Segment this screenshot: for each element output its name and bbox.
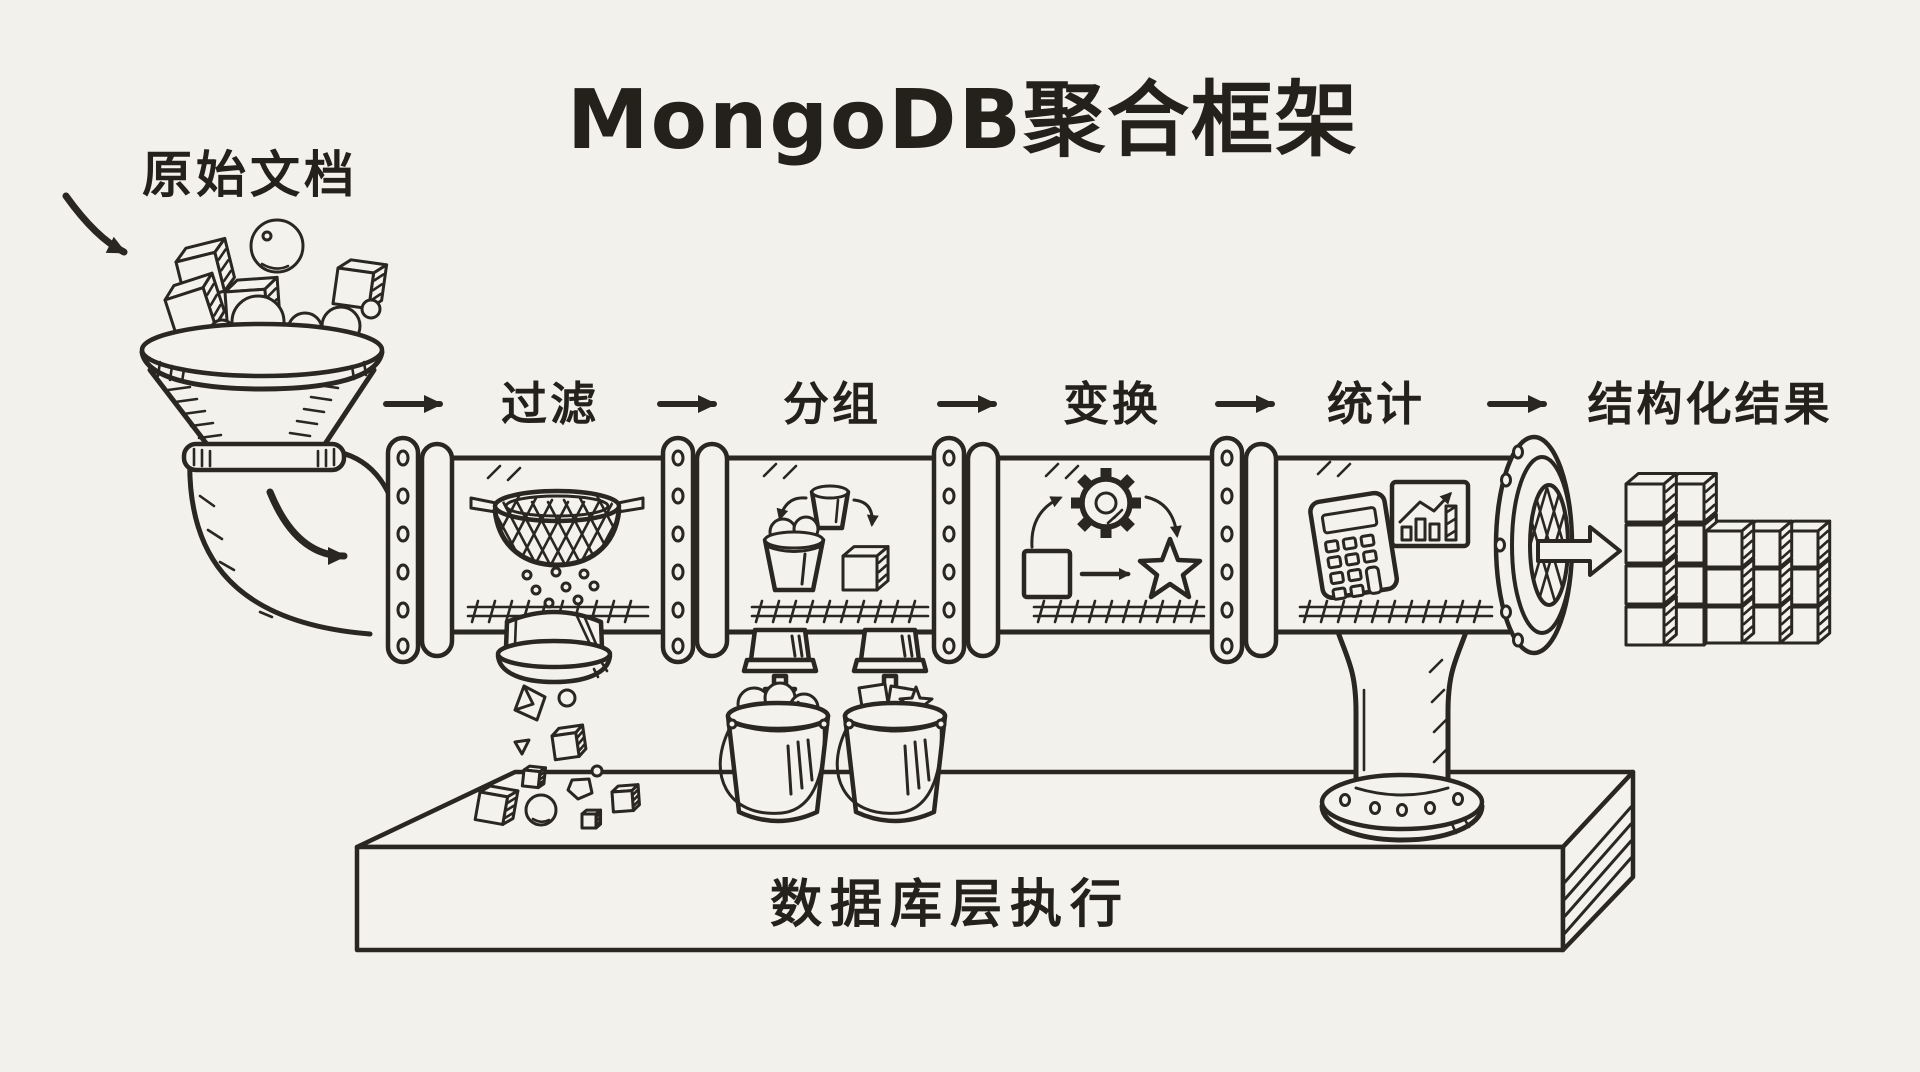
pipe-support-column bbox=[1319, 629, 1485, 843]
flange-2 bbox=[663, 438, 727, 662]
drain-valve bbox=[495, 609, 613, 685]
result-cube-stack-right bbox=[1704, 519, 1832, 645]
source-label: 原始文档 bbox=[142, 146, 358, 204]
output-arrow bbox=[1536, 525, 1622, 577]
chart-icon bbox=[1389, 479, 1471, 549]
group-cube-icon bbox=[841, 545, 890, 592]
star-icon bbox=[1137, 536, 1203, 600]
input-funnel bbox=[62, 192, 388, 473]
transform-stage-icons bbox=[1021, 468, 1203, 600]
filtered-out-dots bbox=[521, 566, 600, 609]
flange-4 bbox=[1212, 438, 1276, 662]
filtered-debris bbox=[474, 684, 641, 829]
stage-label-transform: 变换 bbox=[1063, 377, 1161, 431]
calculator-icon bbox=[1308, 490, 1400, 601]
database-platform bbox=[354, 769, 1636, 953]
square-icon bbox=[1021, 548, 1073, 600]
result-cube-stack-left bbox=[1624, 472, 1718, 647]
stage-flow-row: 过滤 分组 变换 统计 结构化结果 bbox=[383, 377, 1833, 431]
input-arrow bbox=[62, 192, 128, 256]
spout-left bbox=[744, 630, 816, 671]
flange-3 bbox=[934, 438, 998, 662]
filter-strainer-icon bbox=[469, 488, 645, 568]
stats-stage-icons bbox=[1308, 479, 1471, 601]
gear-icon bbox=[1071, 468, 1141, 538]
stage-label-structured-result: 结构化结果 bbox=[1588, 377, 1833, 431]
platform-label: 数据库层执行 bbox=[770, 875, 1130, 935]
group-stage-icons bbox=[762, 484, 890, 593]
flow-arrow-in-elbow bbox=[266, 488, 348, 565]
flange-1 bbox=[388, 438, 452, 662]
stage-label-stats: 统计 bbox=[1327, 377, 1425, 431]
spout-right bbox=[854, 630, 926, 671]
diagram-title: MongoDB聚合框架 bbox=[567, 73, 1359, 168]
bucket-of-spheres bbox=[720, 681, 828, 821]
group-bucket-icon bbox=[762, 515, 826, 593]
stage-label-filter: 过滤 bbox=[501, 377, 599, 431]
bucket-of-cubes bbox=[837, 682, 945, 821]
stage-label-group: 分组 bbox=[783, 377, 881, 431]
